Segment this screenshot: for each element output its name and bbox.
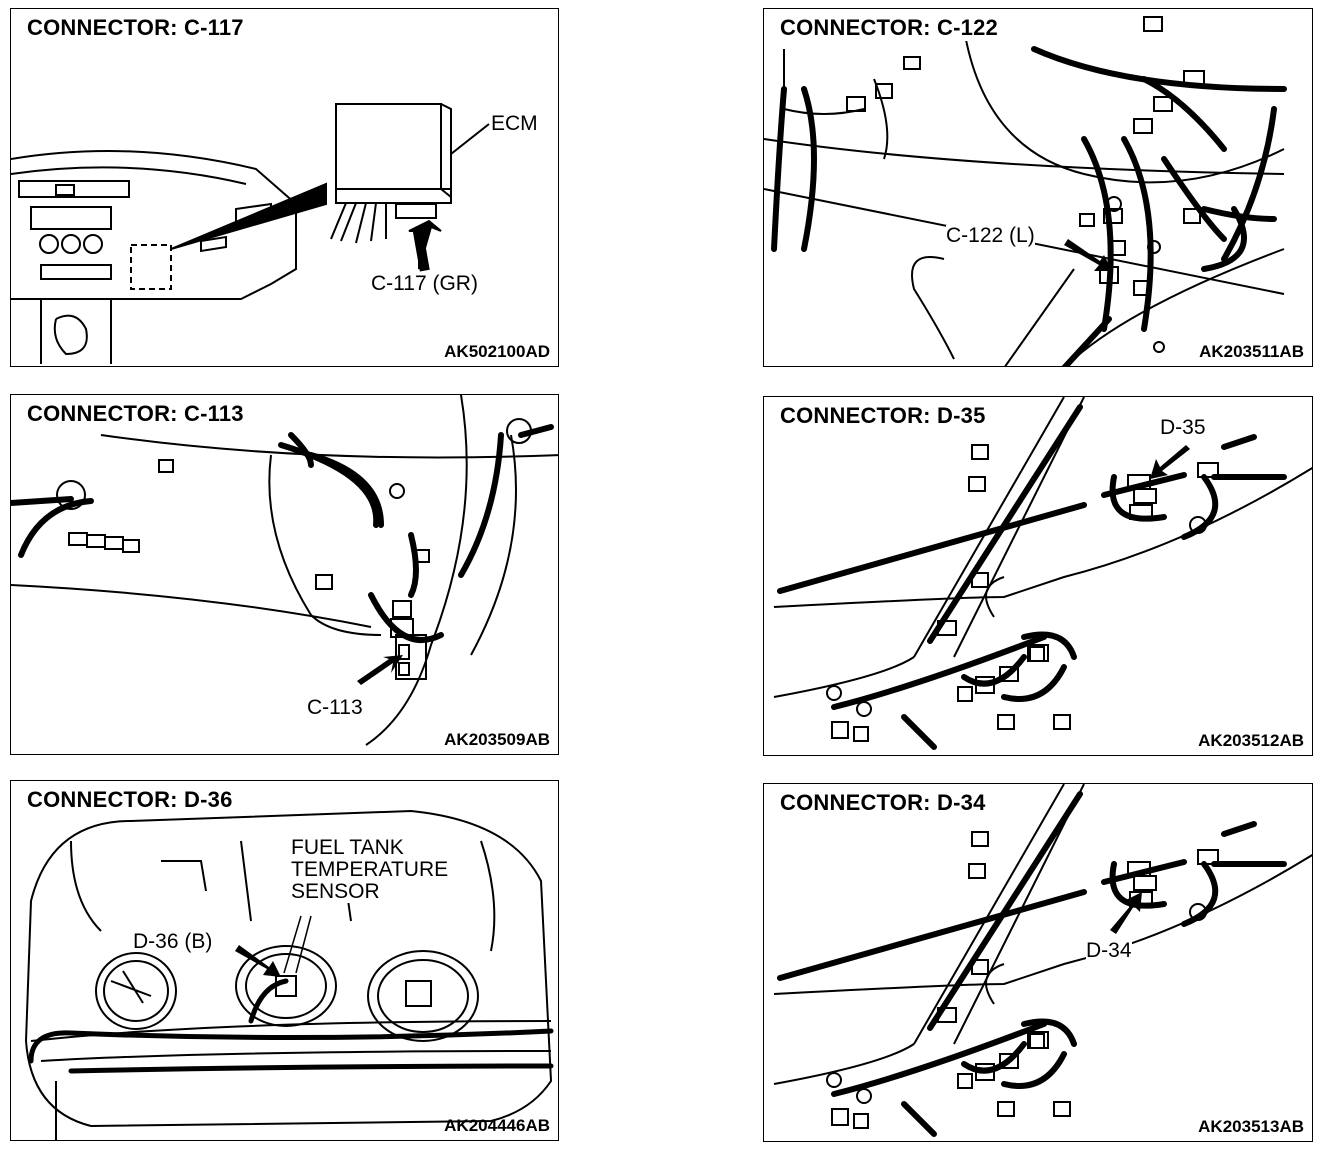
panel-d-36: CONNECTOR: D-36 FUEL TANK TEMPERATURE SE… (10, 780, 559, 1141)
figure-code: AK203511AB (1199, 342, 1304, 361)
d-36-b-label: D-36 (B) (133, 930, 213, 953)
c-113-illustration (11, 395, 558, 746)
c-117-gr-label: C-117 (GR) (371, 272, 478, 295)
c-122-illustration (764, 16, 1287, 366)
c-113-arrow (357, 655, 403, 685)
d-34-arrow (1110, 892, 1142, 934)
sensor-label-line-3: SENSOR (291, 880, 380, 904)
ecm-label: ECM (491, 112, 538, 135)
panel-c-122: CONNECTOR: C-122 C-122 (L) AK203511AB (763, 8, 1313, 367)
c-113-label: C-113 (307, 696, 363, 719)
figure-code: AK203512AB (1198, 731, 1304, 750)
d-35-illustration (773, 397, 1312, 750)
d-36-illustration (24, 809, 554, 1140)
c-117-illustration (11, 103, 490, 364)
figure-code: AK204446AB (444, 1116, 550, 1135)
figure-code: AK502100AD (444, 342, 550, 361)
d-34-illustration (773, 784, 1312, 1137)
figure-code: AK203509AB (444, 730, 550, 749)
panel-c-113: CONNECTOR: C-113 C-113 AK203509AB (10, 394, 559, 755)
sensor-label-line-1: FUEL TANK (291, 836, 404, 859)
panel-title: CONNECTOR: C-113 (25, 401, 246, 427)
panel-title: CONNECTOR: D-36 (25, 787, 235, 813)
sensor-label-line-2: TEMPERATURE (291, 858, 449, 882)
d-35-label: D-35 (1160, 416, 1206, 439)
fuel-tank-temperature-sensor-label: FUEL TANK TEMPERATURE SENSOR (289, 836, 451, 904)
panel-d-34: CONNECTOR: D-34 D-34 AK203513AB (763, 783, 1313, 1142)
panel-c-117: CONNECTOR: C-117 ECM C-117 (GR) AK502100… (10, 8, 559, 367)
c-122-l-label: C-122 (L) (946, 224, 1035, 247)
d-34-label: D-34 (1086, 939, 1132, 962)
panel-title: CONNECTOR: D-34 (778, 790, 988, 816)
panel-d-35: CONNECTOR: D-35 D-35 AK203512AB (763, 396, 1313, 756)
panel-title: CONNECTOR: C-122 (778, 15, 1000, 41)
panel-title: CONNECTOR: D-35 (778, 403, 988, 429)
panel-title: CONNECTOR: C-117 (25, 15, 246, 41)
d-35-arrow (1150, 445, 1190, 479)
c-122-arrow (1064, 239, 1112, 271)
d-36-arrow (235, 945, 281, 977)
figure-code: AK203513AB (1198, 1117, 1304, 1136)
